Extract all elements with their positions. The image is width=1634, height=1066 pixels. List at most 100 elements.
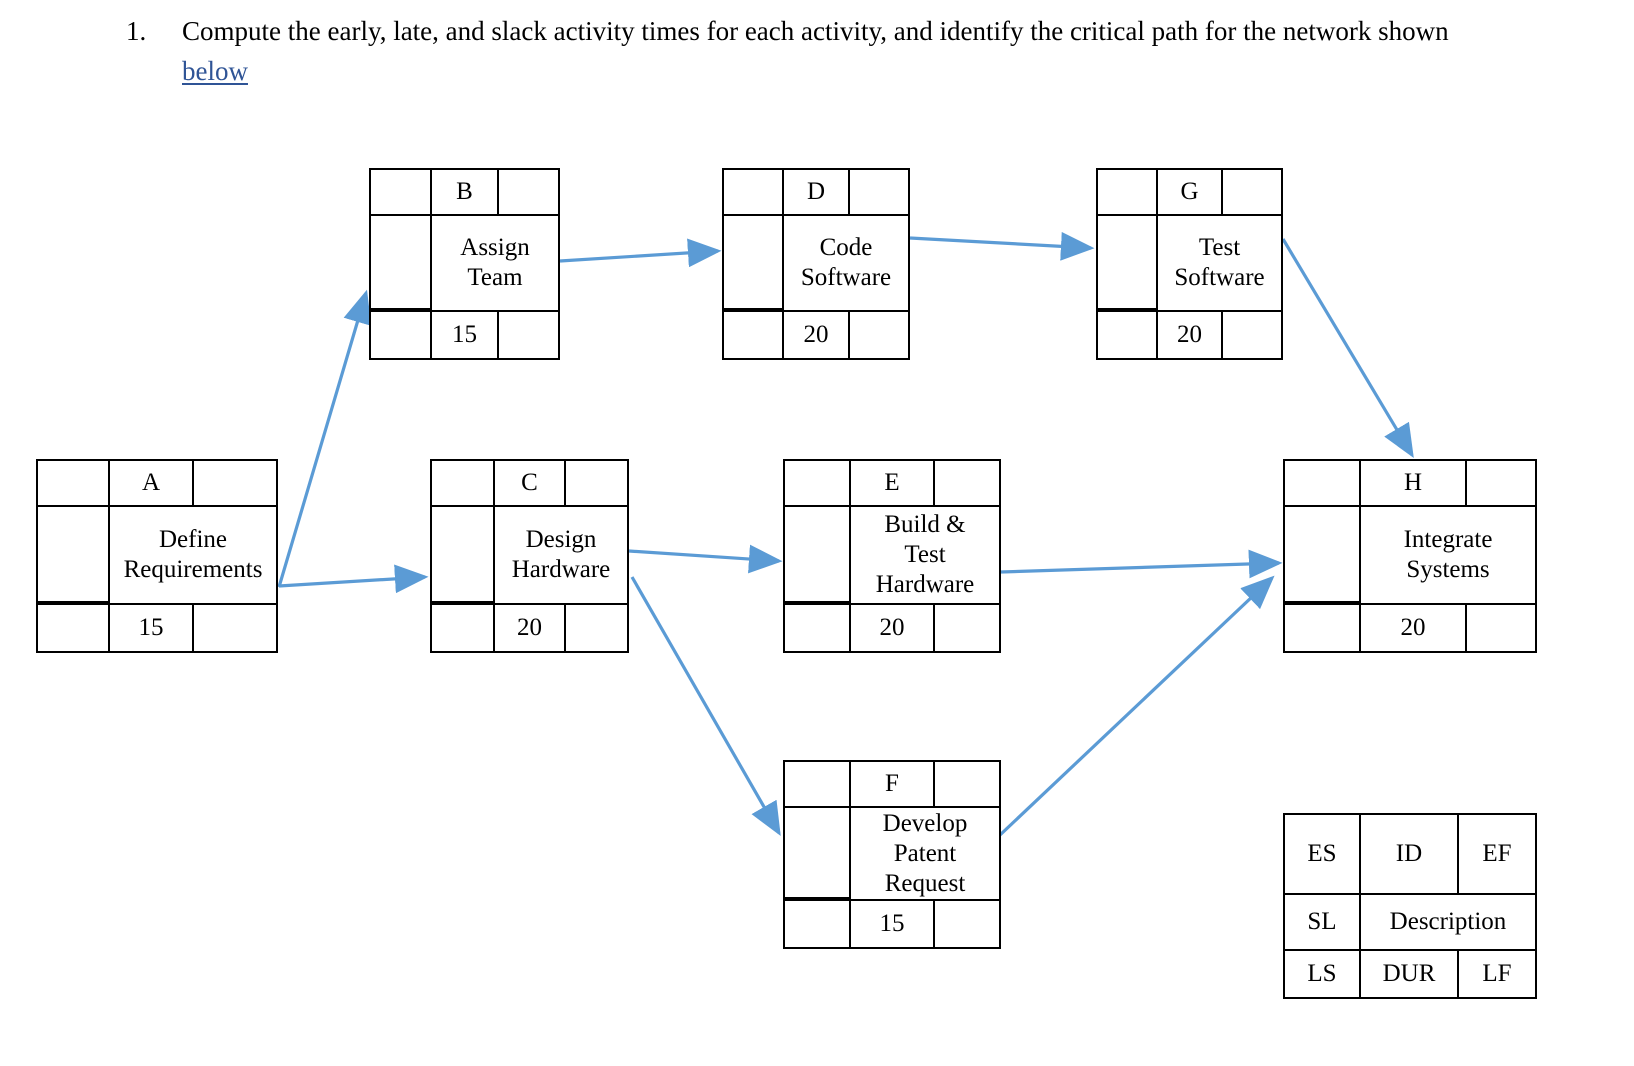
node-a-lf[interactable] bbox=[192, 605, 276, 651]
node-e-row-desc: Build & Test Hardware bbox=[785, 507, 999, 603]
node-e-row-late: 20 bbox=[785, 603, 999, 651]
node-g-row-late: 20 bbox=[1098, 310, 1281, 358]
activity-node-h[interactable]: H Integrate Systems 20 bbox=[1283, 459, 1537, 653]
node-e-lf[interactable] bbox=[933, 605, 999, 651]
node-g-ef[interactable] bbox=[1221, 170, 1281, 216]
node-e-ls[interactable] bbox=[785, 605, 851, 651]
node-d-dur: 20 bbox=[803, 321, 829, 348]
node-d-description: Code Software bbox=[784, 216, 908, 310]
activity-node-f[interactable]: F Develop Patent Request 15 bbox=[783, 760, 1001, 949]
node-f-sl[interactable] bbox=[785, 808, 851, 899]
node-f-row-late: 15 bbox=[785, 899, 999, 947]
node-a-es[interactable] bbox=[38, 461, 110, 507]
node-h-sl[interactable] bbox=[1285, 507, 1361, 603]
node-h-row-late: 20 bbox=[1285, 603, 1535, 651]
legend-ls: LS bbox=[1285, 951, 1361, 997]
node-c-ls[interactable] bbox=[432, 605, 495, 651]
node-b-description: Assign Team bbox=[432, 216, 558, 310]
node-h-dur: 20 bbox=[1400, 614, 1426, 641]
below-link[interactable]: below bbox=[182, 55, 248, 86]
node-a-ef[interactable] bbox=[192, 461, 276, 507]
node-b-es[interactable] bbox=[371, 170, 432, 216]
node-c-lf[interactable] bbox=[564, 605, 627, 651]
node-b-row-late: 15 bbox=[371, 310, 558, 358]
node-g-description: Test Software bbox=[1158, 216, 1281, 310]
node-a-row-late: 15 bbox=[38, 603, 276, 651]
node-g-row-early: G bbox=[1098, 170, 1281, 216]
node-g-id: G bbox=[1158, 170, 1221, 216]
activity-node-e[interactable]: E Build & Test Hardware 20 bbox=[783, 459, 1001, 653]
node-c-row-late: 20 bbox=[432, 603, 627, 651]
node-e-description: Build & Test Hardware bbox=[851, 507, 999, 603]
node-b-desc-line-2: Team bbox=[467, 264, 523, 291]
node-c-description: Design Hardware bbox=[495, 507, 627, 603]
node-d-row-early: D bbox=[724, 170, 908, 216]
node-a-dur: 15 bbox=[138, 614, 164, 641]
activity-node-g[interactable]: G Test Software 20 bbox=[1096, 168, 1283, 360]
node-h-desc-line-2: Systems bbox=[1406, 556, 1490, 583]
node-c-es[interactable] bbox=[432, 461, 495, 507]
node-b-sl[interactable] bbox=[371, 216, 432, 310]
node-c-ef[interactable] bbox=[564, 461, 627, 507]
node-f-desc-line-1: Develop bbox=[882, 809, 968, 837]
node-c-sl[interactable] bbox=[432, 507, 495, 603]
question-body: Compute the early, late, and slack activ… bbox=[182, 16, 1449, 46]
node-b-lf[interactable] bbox=[497, 312, 558, 358]
node-d-sl[interactable] bbox=[724, 216, 784, 310]
node-a-ls[interactable] bbox=[38, 605, 110, 651]
activity-node-d[interactable]: D Code Software 20 bbox=[722, 168, 910, 360]
node-f-es[interactable] bbox=[785, 762, 851, 808]
node-a-row-early: A bbox=[38, 461, 276, 507]
node-g-es[interactable] bbox=[1098, 170, 1158, 216]
edge-c-to-e bbox=[628, 544, 783, 574]
node-f-lf[interactable] bbox=[933, 901, 999, 947]
node-legend-key: ES ID EF SL Description LS DUR LF bbox=[1283, 813, 1537, 999]
node-e-row-early: E bbox=[785, 461, 999, 507]
node-f-desc-line-2: Patent bbox=[893, 839, 957, 867]
node-h-lf[interactable] bbox=[1465, 605, 1535, 651]
node-f-id: F bbox=[851, 762, 933, 808]
node-h-es[interactable] bbox=[1285, 461, 1361, 507]
edge-e-to-h bbox=[1000, 549, 1283, 579]
node-h-ef[interactable] bbox=[1465, 461, 1535, 507]
node-d-ls[interactable] bbox=[724, 312, 784, 358]
node-d-lf[interactable] bbox=[848, 312, 908, 358]
node-g-ls[interactable] bbox=[1098, 312, 1158, 358]
node-a-desc-line-1: Define bbox=[158, 526, 228, 553]
node-f-desc-line-3: Request bbox=[884, 869, 966, 897]
node-g-sl[interactable] bbox=[1098, 216, 1158, 310]
node-c-desc-line-1: Design bbox=[525, 526, 597, 553]
edge-b-to-d bbox=[559, 238, 722, 268]
node-d-id: D bbox=[784, 170, 848, 216]
node-b-desc-line-1: Assign bbox=[460, 234, 530, 261]
node-e-dur: 20 bbox=[879, 614, 905, 641]
legend-row-late: LS DUR LF bbox=[1285, 949, 1535, 997]
node-a-sl[interactable] bbox=[38, 507, 110, 603]
node-d-ef[interactable] bbox=[848, 170, 908, 216]
node-e-ef[interactable] bbox=[933, 461, 999, 507]
node-e-es[interactable] bbox=[785, 461, 851, 507]
edge-a-to-b bbox=[277, 289, 372, 588]
node-f-ls[interactable] bbox=[785, 901, 851, 947]
node-e-desc-line-2: Test bbox=[904, 541, 946, 568]
node-f-ef[interactable] bbox=[933, 762, 999, 808]
legend-row-early: ES ID EF bbox=[1285, 815, 1535, 893]
node-c-row-early: C bbox=[432, 461, 627, 507]
node-b-ef[interactable] bbox=[497, 170, 558, 216]
node-c-id: C bbox=[495, 461, 564, 507]
node-e-sl[interactable] bbox=[785, 507, 851, 603]
node-g-lf[interactable] bbox=[1221, 312, 1281, 358]
legend-description: Description bbox=[1389, 908, 1507, 935]
activity-node-c[interactable]: C Design Hardware 20 bbox=[430, 459, 629, 653]
node-d-es[interactable] bbox=[724, 170, 784, 216]
node-h-ls[interactable] bbox=[1285, 605, 1361, 651]
edge-f-to-h bbox=[998, 575, 1275, 837]
node-g-desc-line-1: Test bbox=[1198, 234, 1241, 261]
edge-d-to-g bbox=[909, 231, 1095, 261]
activity-node-b[interactable]: B Assign Team 15 bbox=[369, 168, 560, 360]
edge-a-to-c bbox=[278, 564, 429, 594]
node-b-ls[interactable] bbox=[371, 312, 432, 358]
activity-node-a[interactable]: A Define Requirements 15 bbox=[36, 459, 278, 653]
node-a-desc-line-2: Requirements bbox=[123, 556, 263, 583]
